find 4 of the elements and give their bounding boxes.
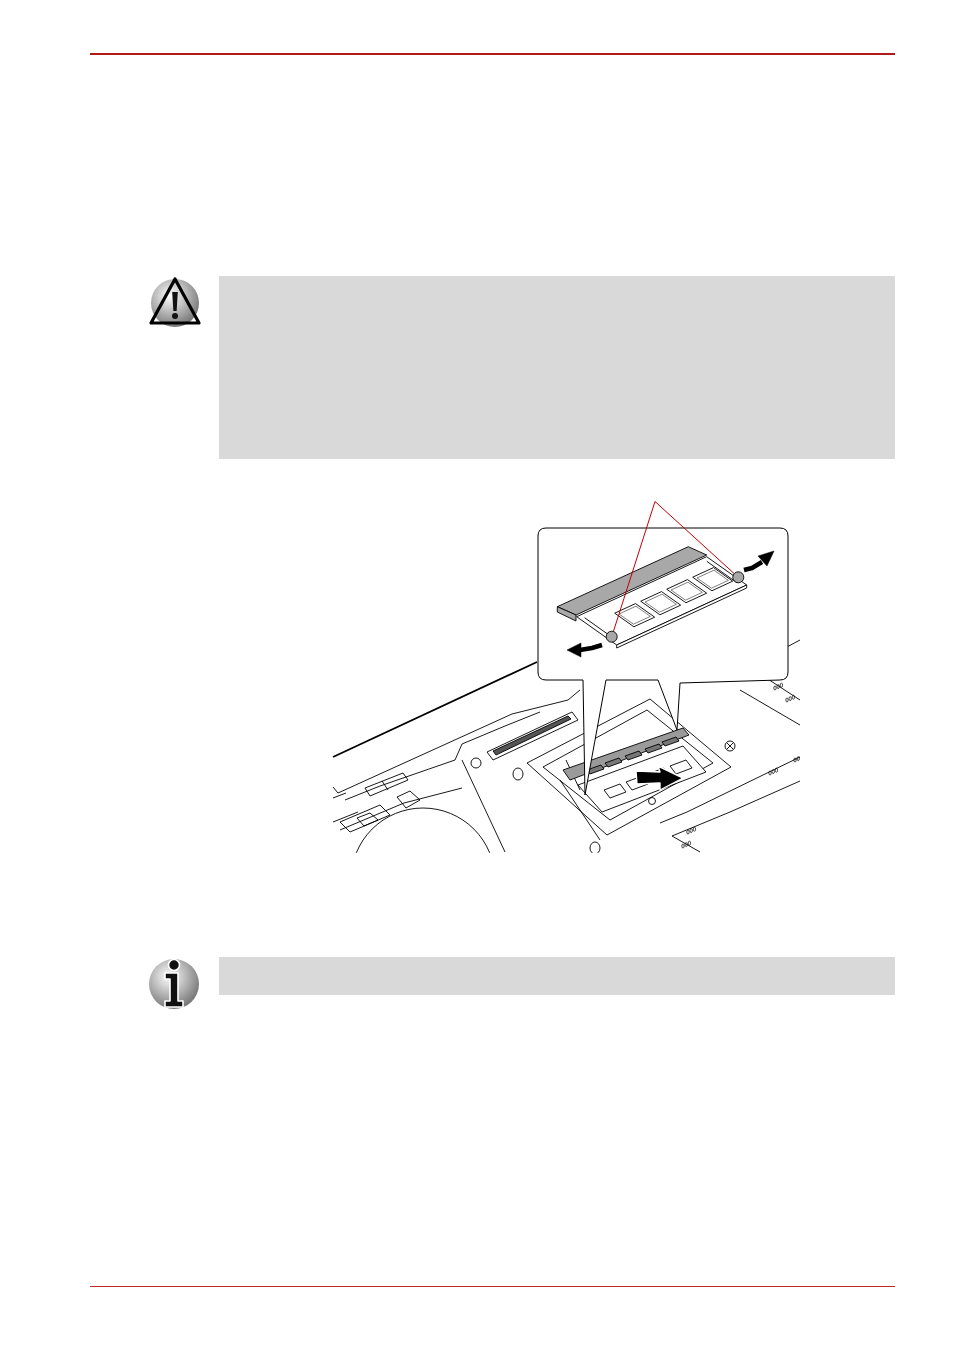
leader-line (654, 501, 735, 575)
leader-line (612, 501, 656, 632)
latch-tab (732, 571, 745, 584)
latch-tab (605, 630, 618, 643)
